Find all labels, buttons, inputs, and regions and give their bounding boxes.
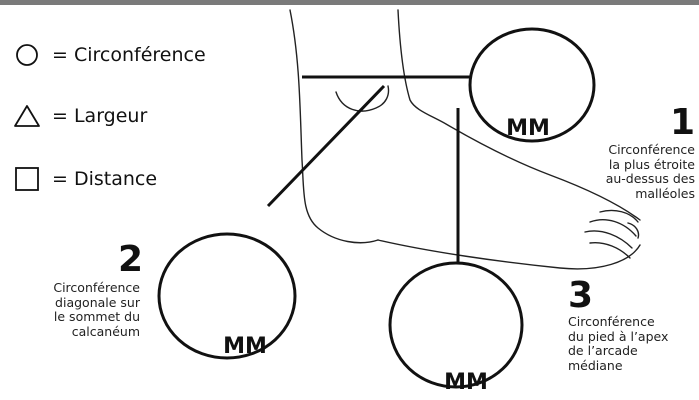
legend-circumference: = Circonférence [12,42,206,68]
measure-desc-3-line: de l’arcade [568,343,638,358]
measure-desc-1-line: au-dessus des [605,171,695,186]
measure-desc-1-line: la plus étroite [608,156,695,172]
measure-number-2: 2 [118,239,144,280]
foot-outline [289,9,641,270]
measure-ellipse-2 [157,232,297,360]
measure-desc-2-line: diagonale sur [55,294,140,310]
measure-desc-2-line: calcanéum [71,323,140,339]
square-icon [12,166,42,192]
legend-distance-label: = Distance [52,168,158,190]
measure-ellipse-1 [468,27,596,143]
measure-number-1: 1 [669,102,695,143]
measure-desc-3-line: médiane [568,357,623,373]
measure-desc-2-line: Circonférence [53,280,140,295]
measure-desc-3-line: du pied à l’apex [568,328,669,344]
measure-desc-3: Circonférence du pied à l’apex de l’arca… [568,314,669,373]
measure-desc-1: Circonférence la plus étroite au-dessus … [605,142,695,201]
top-bar [0,0,699,5]
measure-desc-1-line: Circonférence [608,142,695,157]
circle-icon [12,42,42,68]
legend-distance: = Distance [12,166,157,192]
mm-label-2: MM [223,334,267,359]
mm-label-3: MM [444,370,488,395]
mm-label-1: MM [506,116,550,141]
measure-line-2 [266,84,386,208]
measure-desc-3-line: Circonférence [568,314,655,329]
measure-number-3: 3 [568,275,594,316]
legend-circumference-label: = Circonférence [52,44,206,66]
legend-width: = Largeur [12,103,147,129]
triangle-icon [12,103,42,129]
measure-ellipse-3 [388,261,524,389]
legend-width-label: = Largeur [52,105,148,127]
measure-desc-2-line: le sommet du [53,309,140,324]
measure-desc-1-line: malléoles [635,185,695,201]
measure-desc-2: Circonférence diagonale sur le sommet du… [53,280,140,339]
